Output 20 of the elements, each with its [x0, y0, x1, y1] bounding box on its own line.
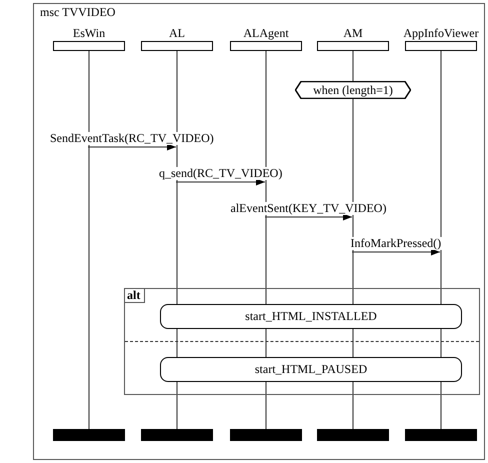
message-arrow [264, 214, 352, 220]
message-label: InfoMarkPressed() [350, 237, 442, 250]
condition-box: start_HTML_INSTALLED [160, 304, 462, 329]
alt-fragment-frame [124, 288, 480, 395]
frame-title: msc TVVIDEO [40, 6, 116, 19]
instance-name: AppInfoViewer [403, 27, 479, 40]
instance-name: ALAgent [243, 27, 289, 40]
message-label: alEventSent(KEY_TV_VIDEO) [230, 202, 388, 215]
message-arrow [88, 144, 176, 150]
operator-tag: alt [125, 289, 146, 303]
condition-hexagon: when (length=1) [295, 81, 411, 99]
message-label: SendEventTask(RC_TV_VIDEO) [49, 132, 215, 145]
condition-box: start_HTML_PAUSED [160, 357, 462, 382]
instance-name: AM [343, 27, 363, 40]
message-arrow [352, 248, 440, 256]
instance-name: AL [169, 27, 185, 40]
instance-name: EsWin [72, 27, 106, 40]
diagram-frame [33, 3, 485, 460]
message-arrow [176, 178, 266, 186]
message-label: q_send(RC_TV_VIDEO) [158, 167, 284, 180]
